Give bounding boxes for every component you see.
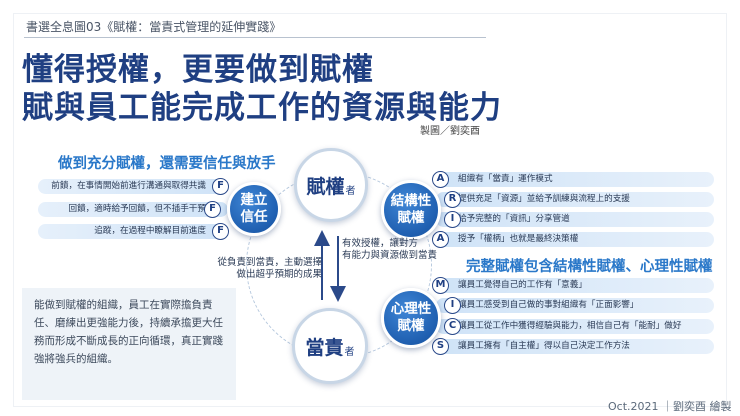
- node-accountable-suffix: 者: [344, 346, 355, 358]
- psych-item-impact: 讓員工感受到自己做的事對組織有「正面影響」: [436, 298, 714, 313]
- down-arrow-caption: 有效授權，讓對方 有能力與資源做到當責: [342, 238, 437, 262]
- badge-f-3: F: [212, 223, 229, 240]
- badge-a-2: A: [432, 231, 449, 248]
- node-accountable: 當責者: [292, 308, 368, 384]
- badge-i-2: I: [444, 297, 461, 314]
- badge-c: C: [444, 318, 461, 335]
- headline-line-2: 賦與員工能完成工作的資源與能力: [22, 90, 502, 126]
- up-arrow-caption-line2: 做出超乎預期的成果: [236, 269, 322, 280]
- credit-label: 製圖／劉奕酉: [420, 126, 480, 137]
- badge-i-1: I: [444, 211, 461, 228]
- down-arrow-caption-line1: 有效授權，讓對方: [342, 238, 419, 249]
- badge-s: S: [432, 338, 449, 355]
- struct-item-accountability: 組織有「當責」運作模式: [436, 172, 714, 187]
- up-arrow-caption-line1: 從負責到當責，主動選擇: [217, 257, 322, 268]
- struct-item-authority: 授予「權柄」也就是最終決策權: [436, 232, 714, 247]
- series-label: 書選全息圖03《賦權：當責式管理的延伸實踐》: [26, 20, 282, 34]
- footer-credit: Oct.2021 ｜劉奕酉 繪製: [608, 400, 732, 413]
- trust-item-feedforward: 前饋，在事情開始前進行溝通與取得共識: [38, 179, 228, 194]
- node-accountable-label: 當責: [305, 336, 344, 359]
- trust-banner: 做到充分賦權，還需要信任與放手: [58, 156, 276, 172]
- down-arrow-caption-line2: 有能力與資源做到當責: [342, 250, 438, 261]
- psych-item-meaning: 讓員工覺得自己的工作有「意義」: [436, 278, 714, 293]
- node-structural-empowerment: 結構性賦權: [381, 180, 441, 240]
- badge-f-2: F: [204, 201, 221, 218]
- node-psych-line2: 賦權: [397, 318, 425, 334]
- node-structural-line1: 結構性: [390, 193, 432, 209]
- struct-item-resources: 提供充足「資源」並給予訓練與流程上的支援: [436, 192, 714, 207]
- node-empowerer-label: 賦權: [306, 175, 345, 198]
- badge-m: M: [432, 277, 449, 294]
- struct-item-information: 給予完整的「資訊」分享管道: [436, 212, 714, 227]
- trust-item-feedback: 回饋，適時給予回饋，但不插手干預: [38, 202, 228, 217]
- node-empowerer: 賦權者: [294, 148, 368, 222]
- trust-item-followup: 追蹤，在過程中瞭解目前進度: [38, 224, 228, 239]
- node-psychological-empowerment: 心理性賦權: [381, 288, 441, 348]
- psych-item-self-determination: 讓員工擁有「自主權」得以自己決定工作方法: [436, 339, 714, 354]
- node-psych-line1: 心理性: [390, 301, 432, 317]
- node-structural-line2: 賦權: [397, 210, 425, 226]
- badge-a-1: A: [432, 171, 449, 188]
- badge-f-1: F: [212, 178, 229, 195]
- up-arrow-caption: 從負責到當責，主動選擇 做出超乎預期的成果: [208, 257, 322, 281]
- node-build-trust-line2: 信任: [240, 209, 268, 225]
- summary-note: 能做到賦權的組織，員工在實際擔負責任、磨練出更強能力後，持續承擔更大任務而形成不…: [22, 288, 236, 400]
- node-build-trust: 建立信任: [227, 182, 281, 236]
- headline-line-1: 懂得授權，更要做到賦權: [22, 52, 374, 88]
- psych-item-competence: 讓員工從工作中獲得經驗與能力，相信自己有「能耐」做好: [436, 319, 714, 334]
- node-build-trust-line1: 建立: [240, 192, 268, 208]
- badge-r: R: [444, 191, 461, 208]
- node-empowerer-suffix: 者: [345, 185, 356, 197]
- psych-banner: 完整賦權包含結構性賦權、心理性賦權: [466, 259, 713, 275]
- series-divider: [24, 37, 486, 38]
